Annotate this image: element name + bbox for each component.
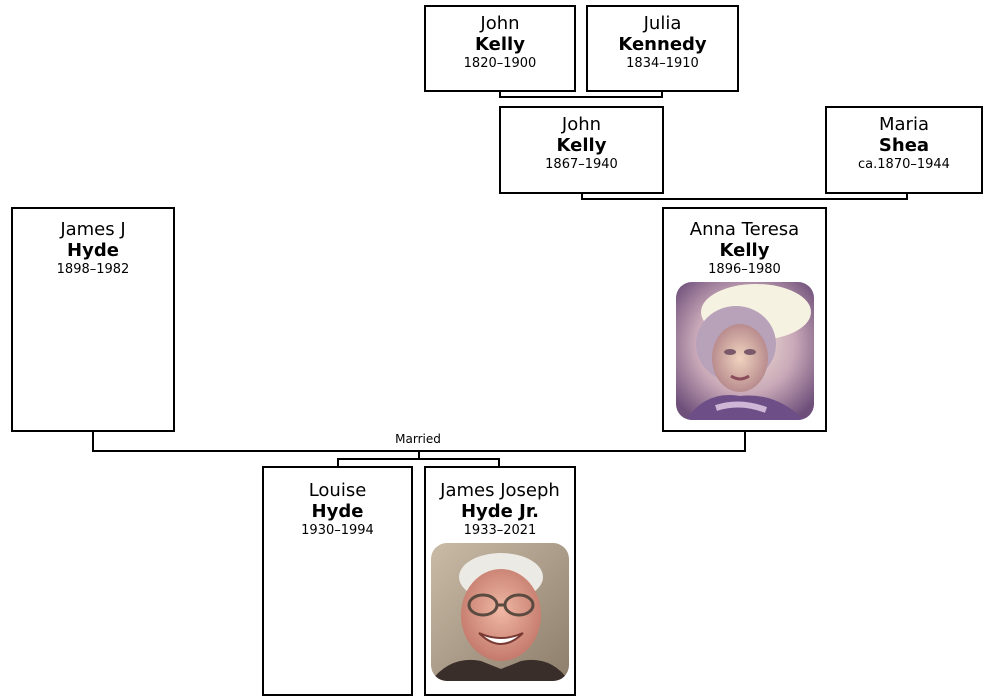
person-card-john-kelly-1867[interactable]: John Kelly 1867–1940 bbox=[499, 106, 664, 194]
person-dates: 1896–1980 bbox=[708, 262, 781, 277]
person-dates: 1834–1910 bbox=[626, 56, 699, 71]
person-first-name: Louise bbox=[308, 480, 367, 501]
person-last-name: Hyde bbox=[311, 501, 364, 522]
person-first-name: John bbox=[561, 114, 602, 135]
person-dates: 1930–1994 bbox=[301, 523, 374, 538]
person-first-name: Julia bbox=[643, 13, 682, 34]
person-last-name: Hyde bbox=[67, 240, 119, 261]
person-dates: 1898–1982 bbox=[56, 262, 130, 277]
connector-john-sr-down bbox=[499, 90, 501, 98]
person-card-maria-shea[interactable]: Maria Shea ca.1870–1944 bbox=[825, 106, 983, 194]
person-first-name: James Joseph bbox=[440, 480, 560, 501]
person-card-john-kelly-1820[interactable]: John Kelly 1820–1900 bbox=[424, 5, 576, 92]
person-dates: ca.1870–1944 bbox=[858, 157, 950, 172]
person-last-name: Kelly bbox=[475, 34, 525, 55]
person-last-name: Kelly bbox=[556, 135, 607, 156]
married-label: Married bbox=[395, 432, 441, 446]
person-first-name: Anna Teresa bbox=[689, 219, 800, 240]
person-dates: 1933–2021 bbox=[463, 523, 537, 538]
person-last-name: Kelly bbox=[719, 240, 770, 261]
connector-married-down bbox=[418, 450, 420, 458]
connector-james-down bbox=[92, 430, 94, 452]
connector-james-jr-up bbox=[498, 458, 500, 466]
person-first-name: Maria bbox=[879, 114, 929, 135]
person-photo[interactable] bbox=[431, 543, 569, 681]
connector-john-down bbox=[581, 192, 583, 200]
person-photo[interactable] bbox=[675, 282, 814, 420]
person-last-name: Shea bbox=[878, 135, 930, 156]
person-card-anna-teresa-kelly[interactable]: Anna Teresa Kelly 1896–1980 bbox=[662, 207, 827, 432]
connector-anna-down bbox=[744, 430, 746, 452]
person-last-name: Kennedy bbox=[618, 34, 707, 55]
person-card-james-j-hyde[interactable]: James J Hyde 1898–1982 bbox=[11, 207, 175, 432]
person-first-name: John bbox=[480, 13, 520, 34]
connector-louise-up bbox=[337, 458, 339, 466]
person-card-louise-hyde[interactable]: Louise Hyde 1930–1994 bbox=[262, 466, 413, 696]
person-dates: 1867–1940 bbox=[545, 157, 618, 172]
connector-julia-down bbox=[661, 90, 663, 98]
connector-top-couple bbox=[499, 96, 663, 98]
person-last-name: Hyde Jr. bbox=[460, 501, 539, 522]
connector-maria-down bbox=[906, 192, 908, 200]
person-card-james-joseph-hyde-jr[interactable]: James Joseph Hyde Jr. 1933–2021 bbox=[424, 466, 576, 696]
person-card-julia-kennedy[interactable]: Julia Kennedy 1834–1910 bbox=[586, 5, 739, 92]
person-dates: 1820–1900 bbox=[463, 56, 537, 71]
person-first-name: James J bbox=[60, 219, 126, 240]
connector-middle-couple bbox=[581, 198, 908, 200]
connector-children bbox=[337, 458, 500, 460]
